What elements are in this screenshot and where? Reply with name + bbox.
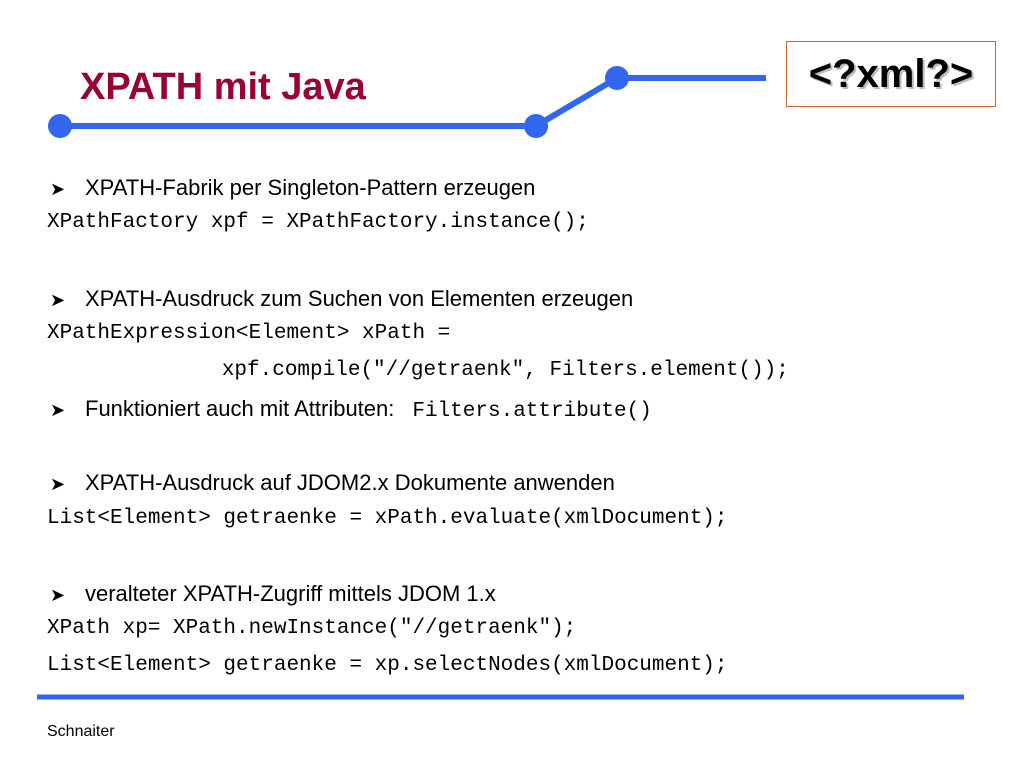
code-line: XPath xp= XPath.newInstance("//getraenk"… <box>47 617 577 640</box>
header-dot-right <box>605 66 629 90</box>
bullet-item: ➤ XPATH-Ausdruck zum Suchen von Elemente… <box>50 286 633 312</box>
footer-author: Schnaiter <box>47 723 115 740</box>
code-line: List<Element> getraenke = xp.selectNodes… <box>47 654 728 677</box>
xml-logo-box: <?xml?> <box>786 41 996 107</box>
bullet-text: veralteter XPATH-Zugriff mittels JDOM 1.… <box>85 581 496 606</box>
bullet-text: XPATH-Ausdruck auf JDOM2.x Dokumente anw… <box>85 470 615 495</box>
page-title: XPATH mit Java <box>80 66 366 108</box>
inline-code: Filters.attribute() <box>412 400 652 423</box>
bullet-text: XPATH-Ausdruck zum Suchen von Elementen … <box>85 286 634 311</box>
xml-logo-text: <?xml?> <box>808 51 974 96</box>
arrow-bullet-icon: ➤ <box>50 179 66 199</box>
arrow-bullet-icon: ➤ <box>50 474 66 494</box>
bullet-item: ➤ veralteter XPATH-Zugriff mittels JDOM … <box>50 581 496 607</box>
code-line: xpf.compile("//getraenk", Filters.elemen… <box>121 359 789 382</box>
bullet-item: ➤ XPATH-Fabrik per Singleton-Pattern erz… <box>50 175 535 201</box>
bullet-text: Funktioniert auch mit Attributen: <box>85 396 395 421</box>
code-line: List<Element> getraenke = xPath.evaluate… <box>47 507 728 530</box>
arrow-bullet-icon: ➤ <box>50 400 66 420</box>
bullet-text: XPATH-Fabrik per Singleton-Pattern erzeu… <box>85 175 536 200</box>
header-dot-middle <box>524 114 548 138</box>
header-dot-left <box>48 114 72 138</box>
code-line: XPathFactory xpf = XPathFactory.instance… <box>47 211 589 234</box>
bullet-item: ➤ XPATH-Ausdruck auf JDOM2.x Dokumente a… <box>50 470 615 496</box>
bullet-item: ➤ Funktioniert auch mit Attributen: Filt… <box>50 396 652 423</box>
arrow-bullet-icon: ➤ <box>50 290 66 310</box>
header-line <box>60 75 766 129</box>
arrow-bullet-icon: ➤ <box>50 585 66 605</box>
code-line: XPathExpression<Element> xPath = <box>47 322 451 345</box>
